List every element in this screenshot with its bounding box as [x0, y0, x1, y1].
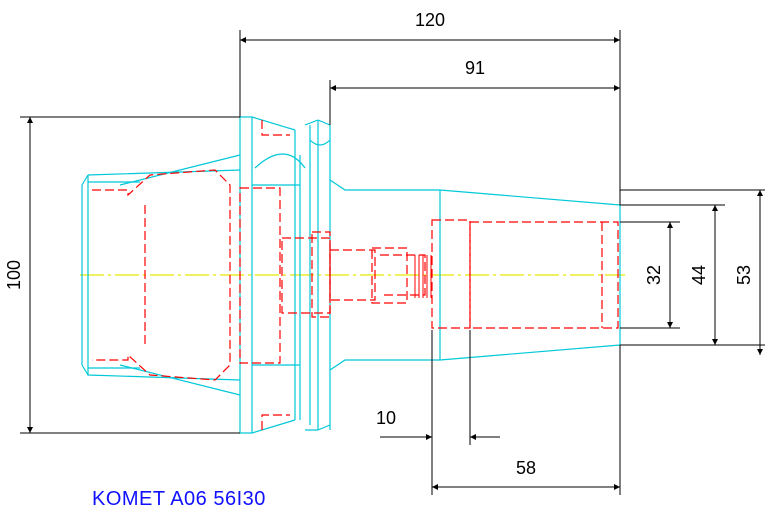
dim-text-44: 44: [689, 265, 709, 285]
dim-text-53: 53: [734, 265, 754, 285]
part-outline: [81, 116, 621, 434]
dimension-lines: [27, 37, 763, 490]
dim-text-91: 91: [465, 58, 485, 78]
dim-text-120: 120: [415, 10, 445, 30]
dim-text-32: 32: [644, 265, 664, 285]
hidden-lines: [92, 120, 619, 430]
dim-text-58: 58: [516, 458, 536, 478]
extension-lines: [20, 30, 765, 495]
thread-detail: [414, 255, 432, 298]
part-caption: KOMET A06 56I30: [92, 488, 266, 510]
dim-text-100: 100: [4, 260, 24, 290]
dim-text-10: 10: [376, 408, 396, 428]
